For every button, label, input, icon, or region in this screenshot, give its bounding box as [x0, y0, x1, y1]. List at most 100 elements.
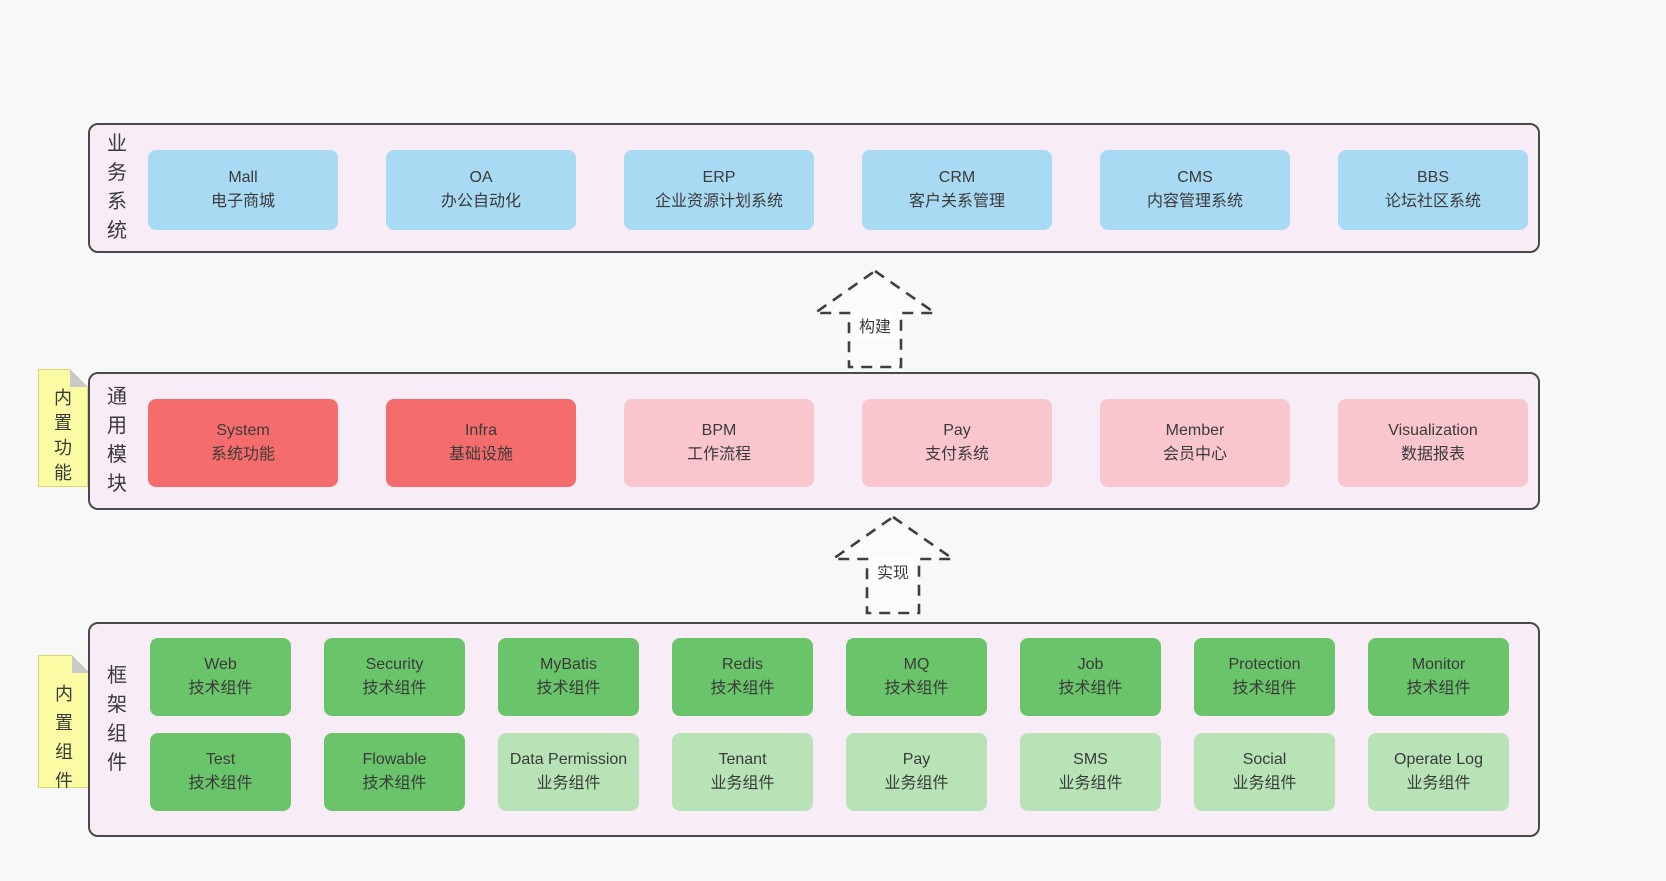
folded-corner-icon	[70, 369, 88, 387]
layer-label-business: 业务系统	[107, 133, 127, 242]
box-subtitle: 技术组件	[1232, 680, 1297, 697]
business-boxes-row: Mall 电子商城 OA 办公自动化 ERP 企业资源计划系统 CRM 客户关系…	[148, 150, 1528, 230]
box-bbs: BBS 论坛社区系统	[1338, 150, 1528, 230]
box-subtitle: 支付系统	[924, 446, 989, 463]
box-mybatis: MyBatis 技术组件	[498, 638, 639, 716]
box-subtitle: 业务组件	[1232, 775, 1297, 792]
box-title: Social	[1242, 751, 1287, 768]
box-title: Security	[365, 656, 424, 673]
box-sms: SMS 业务组件	[1020, 733, 1161, 811]
box-subtitle: 系统功能	[210, 446, 275, 463]
box-subtitle: 业务组件	[884, 775, 949, 792]
box-subtitle: 业务组件	[536, 775, 601, 792]
box-subtitle: 客户关系管理	[908, 193, 1005, 210]
box-subtitle: 电子商城	[210, 193, 275, 210]
layer-label-components: 框架组件	[107, 665, 127, 774]
box-title: Mall	[228, 169, 258, 186]
box-subtitle: 技术组件	[362, 775, 427, 792]
components-row-2: Test 技术组件 Flowable 技术组件 Data Permission …	[150, 733, 1509, 811]
box-title: MyBatis	[540, 656, 597, 673]
box-security: Security 技术组件	[324, 638, 465, 716]
box-title: Pay	[943, 422, 971, 439]
box-subtitle: 论坛社区系统	[1384, 193, 1481, 210]
box-subtitle: 会员中心	[1162, 446, 1227, 463]
box-subtitle: 基础设施	[448, 446, 513, 463]
sticky-note-label: 内置组件	[55, 684, 73, 791]
box-subtitle: 技术组件	[536, 680, 601, 697]
box-crm: CRM 客户关系管理	[862, 150, 1052, 230]
box-subtitle: 工作流程	[686, 446, 751, 463]
box-title: Flowable	[362, 751, 427, 768]
box-title: CRM	[938, 169, 976, 186]
box-mq: MQ 技术组件	[846, 638, 987, 716]
box-test: Test 技术组件	[150, 733, 291, 811]
box-data-permission: Data Permission 业务组件	[498, 733, 639, 811]
box-operate-log: Operate Log 业务组件	[1368, 733, 1509, 811]
box-title: Monitor	[1411, 656, 1466, 673]
box-mall: Mall 电子商城	[148, 150, 338, 230]
box-title: MQ	[903, 656, 930, 673]
box-flowable: Flowable 技术组件	[324, 733, 465, 811]
box-job: Job 技术组件	[1020, 638, 1161, 716]
box-subtitle: 办公自动化	[440, 193, 521, 210]
box-subtitle: 企业资源计划系统	[654, 193, 783, 210]
box-title: BPM	[701, 422, 737, 439]
box-title: Pay	[902, 751, 931, 768]
layer-business-systems: 业务系统 Mall 电子商城 OA 办公自动化 ERP 企业资源计划系统 CRM…	[88, 123, 1540, 253]
box-subtitle: 技术组件	[188, 680, 253, 697]
layer-common-modules: 通用模块 System 系统功能 Infra 基础设施 BPM 工作流程 Pay…	[88, 372, 1540, 510]
box-title: OA	[469, 169, 493, 186]
box-erp: ERP 企业资源计划系统	[624, 150, 814, 230]
box-title: CMS	[1177, 169, 1213, 186]
box-title: Redis	[722, 656, 763, 673]
box-title: BBS	[1416, 169, 1449, 186]
box-title: Visualization	[1388, 422, 1478, 439]
layer-label-modules: 通用模块	[107, 386, 127, 495]
box-redis: Redis 技术组件	[672, 638, 813, 716]
box-subtitle: 内容管理系统	[1146, 193, 1243, 210]
sticky-note-builtin-components: 内置组件	[38, 655, 90, 788]
box-subtitle: 业务组件	[1058, 775, 1123, 792]
sticky-note-builtin-features: 内置功能	[38, 369, 88, 487]
box-system: System 系统功能	[148, 399, 338, 487]
box-title: Infra	[464, 422, 497, 439]
box-subtitle: 业务组件	[1406, 775, 1471, 792]
box-visualization: Visualization 数据报表	[1338, 399, 1528, 487]
box-web: Web 技术组件	[150, 638, 291, 716]
modules-boxes-row: System 系统功能 Infra 基础设施 BPM 工作流程 Pay 支付系统…	[148, 399, 1528, 487]
box-protection: Protection 技术组件	[1194, 638, 1335, 716]
box-bpm: BPM 工作流程	[624, 399, 814, 487]
arrow-build-label: 构建	[854, 312, 896, 338]
box-cms: CMS 内容管理系统	[1100, 150, 1290, 230]
box-social: Social 业务组件	[1194, 733, 1335, 811]
box-title: System	[216, 422, 270, 439]
box-title: SMS	[1073, 751, 1108, 768]
box-subtitle: 数据报表	[1400, 446, 1465, 463]
box-tenant: Tenant 业务组件	[672, 733, 813, 811]
sticky-note-label: 内置功能	[54, 388, 72, 483]
box-subtitle: 技术组件	[362, 680, 427, 697]
box-infra: Infra 基础设施	[386, 399, 576, 487]
box-subtitle: 业务组件	[710, 775, 775, 792]
box-title: Test	[205, 751, 236, 768]
box-oa: OA 办公自动化	[386, 150, 576, 230]
components-row-1: Web 技术组件 Security 技术组件 MyBatis 技术组件 Redi…	[150, 638, 1509, 716]
box-title: Tenant	[718, 751, 767, 768]
box-title: Data Permission	[509, 751, 628, 768]
box-member: Member 会员中心	[1100, 399, 1290, 487]
box-subtitle: 技术组件	[1058, 680, 1123, 697]
box-pay-module: Pay 支付系统	[862, 399, 1052, 487]
box-title: Operate Log	[1394, 751, 1483, 768]
box-subtitle: 技术组件	[1406, 680, 1471, 697]
box-title: Member	[1165, 422, 1225, 439]
box-title: ERP	[702, 169, 736, 186]
box-subtitle: 技术组件	[710, 680, 775, 697]
box-monitor: Monitor 技术组件	[1368, 638, 1509, 716]
layer-framework-components: 框架组件 Web 技术组件 Security 技术组件 MyBatis 技术组件…	[88, 622, 1540, 837]
box-subtitle: 技术组件	[188, 775, 253, 792]
box-title: Protection	[1228, 656, 1301, 673]
box-title: Web	[204, 656, 237, 673]
box-title: Job	[1077, 656, 1104, 673]
arrow-implement-label: 实现	[872, 558, 914, 584]
box-pay-component: Pay 业务组件	[846, 733, 987, 811]
